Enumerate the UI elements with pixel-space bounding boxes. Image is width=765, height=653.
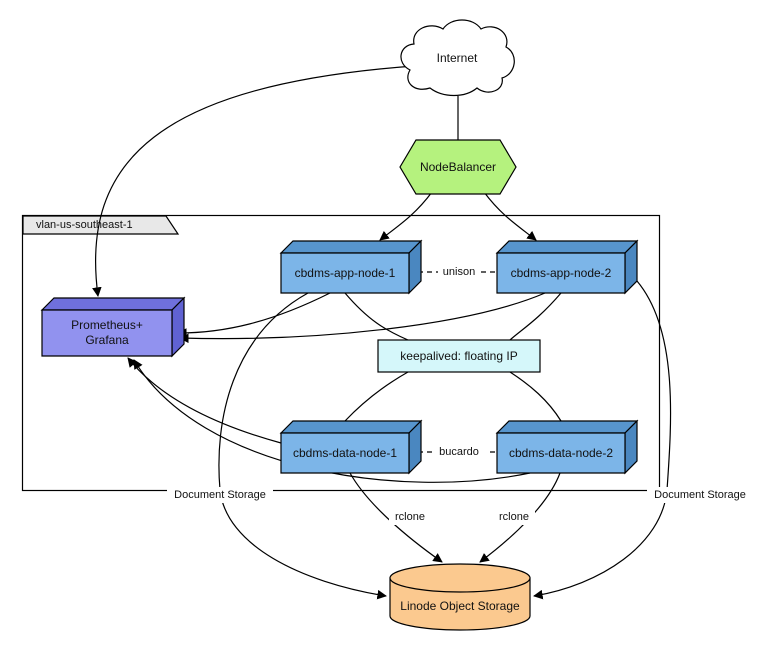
app-node-2: cbdms-app-node-2 [495,239,639,295]
edge-keepalived-data-node-2 [509,371,562,422]
document-storage-right-label: Document Storage [654,489,746,501]
edge-nodebalancer-app-node-2 [483,191,537,241]
keepalived-label: keepalived: floating IP [400,349,517,363]
object-storage-label: Linode Object Storage [400,599,520,613]
edge-label-layer: unison bucardo Document Storage Document… [167,264,753,525]
edge-app-node-1-keepalived [344,292,409,341]
internet-node: Internet [400,19,515,97]
bucardo-label: bucardo [439,446,479,458]
edge-app-node-2-keepalived [509,292,562,341]
data-node-2-top [495,420,639,434]
keepalived-node: keepalived: floating IP [377,339,541,373]
keepalived-shape [377,339,541,373]
prometheus-label-line2: Grafana [85,333,129,347]
prometheus-top [40,297,186,311]
edge-app-node-2-prometheus [179,292,546,344]
object-storage-body [389,577,531,631]
app-node-1-top [279,240,423,254]
app-node-1: cbdms-app-node-1 [279,239,423,295]
app-node-1-front [280,252,410,294]
document-storage-left-label: Document Storage [174,489,266,501]
nodebalancer-shape [399,139,517,195]
object-storage-top [389,563,531,593]
prometheus-label-line1: Prometheus+ [71,318,143,332]
vlan-boundary [21,214,661,492]
edge-nodebalancer-app-node-1 [379,191,433,241]
edge-keepalived-data-node-1 [344,371,409,422]
app-node-2-front [496,252,626,294]
rclone-right-label: rclone [499,511,529,523]
prometheus-front [41,309,173,357]
edge-data-node-1-prometheus [127,357,282,444]
vlan-label-tab [22,215,180,235]
cloud-shape [400,19,515,97]
data-node-2-front [496,432,626,474]
app-node-1-label: cbdms-app-node-1 [295,266,396,280]
data-node-1-top [279,420,423,434]
nodebalancer-label: NodeBalancer [420,160,496,174]
vlan-label: vlan-us-southeast-1 [36,219,133,231]
object-storage-node: Linode Object Storage [389,563,531,631]
rclone-left-label: rclone [395,511,425,523]
nodebalancer-node: NodeBalancer [399,139,517,195]
unison-label-bg [438,264,480,280]
internet-label: Internet [437,51,478,65]
rclone-right-label-bg [493,509,535,525]
data-node-1-front [280,432,410,474]
prometheus-node: Prometheus+ Grafana [40,296,186,358]
data-node-2: cbdms-data-node-2 [495,419,639,475]
document-storage-right-label-bg [647,487,753,503]
edge-app-node-1-prometheus [177,292,331,338]
rclone-left-label-bg [389,509,431,525]
edge-internet-prometheus [92,65,415,297]
data-node-1-label: cbdms-data-node-1 [293,446,397,460]
app-node-2-label: cbdms-app-node-2 [511,266,612,280]
app-node-2-top [495,240,639,254]
data-node-2-label: cbdms-data-node-2 [509,446,613,460]
document-storage-left-label-bg [167,487,273,503]
bucardo-label-bg [432,444,486,460]
unison-label: unison [443,266,475,278]
data-node-1: cbdms-data-node-1 [279,419,423,475]
